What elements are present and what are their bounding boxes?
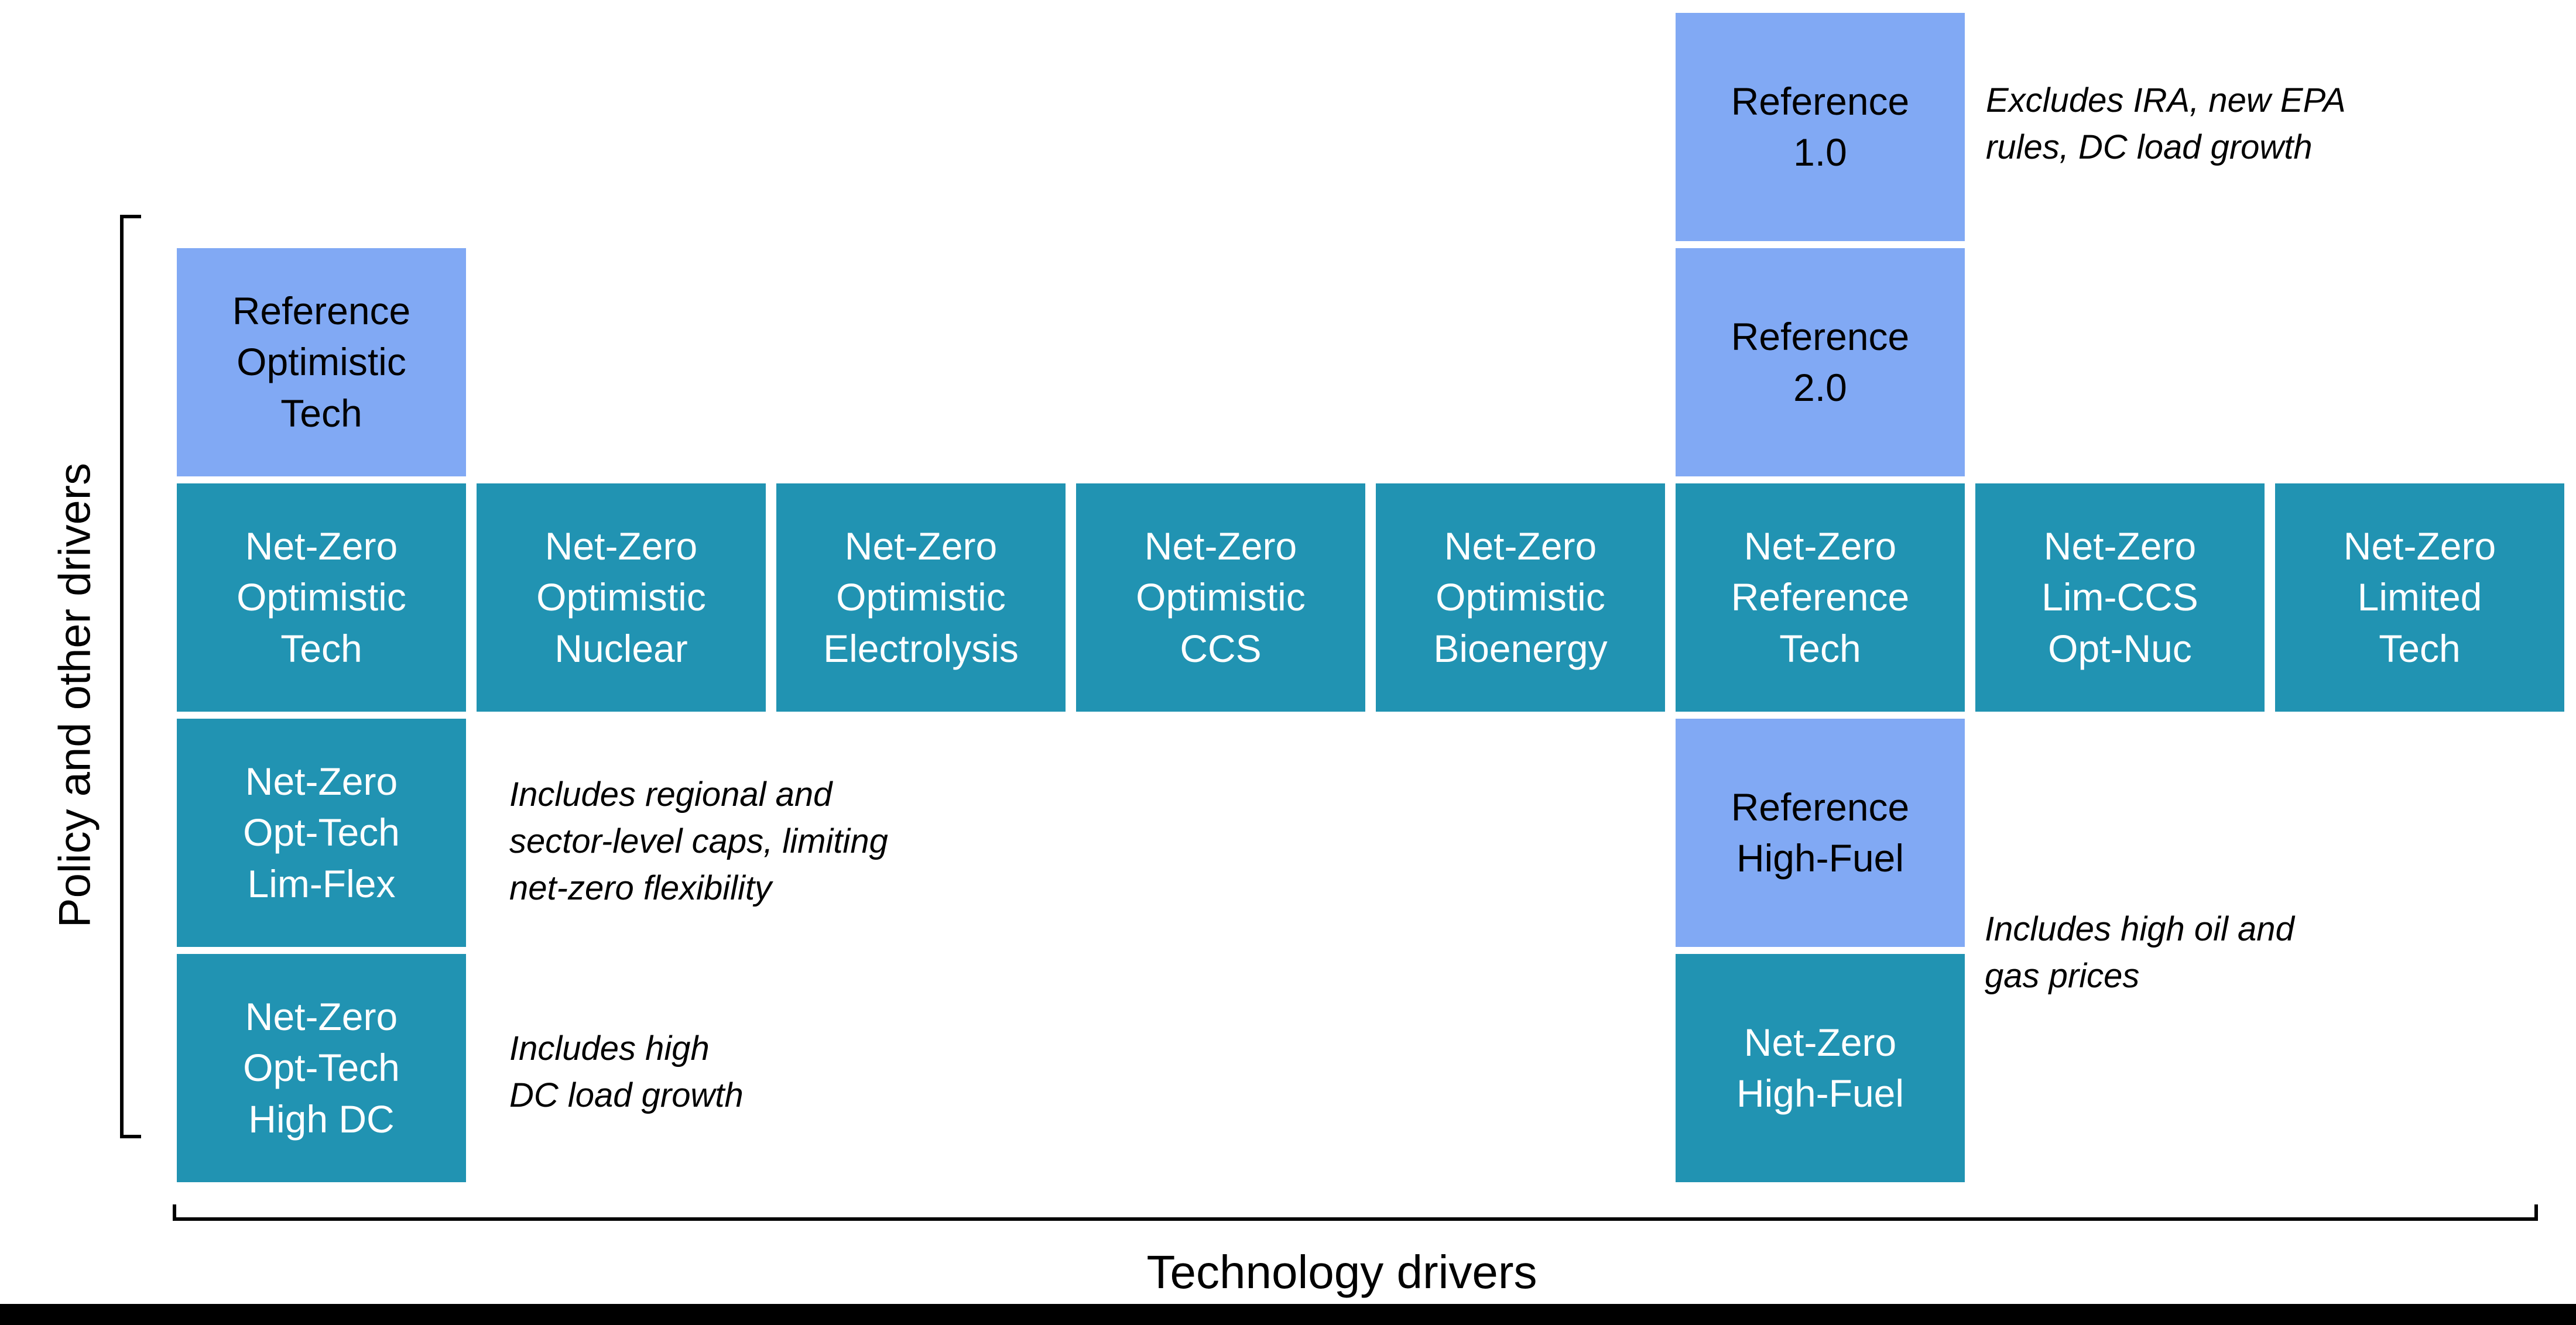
x-axis-bracket [173,1204,2538,1221]
y-axis-bracket [120,215,141,1138]
scenario-box-netzero-optimistic-ccs: Net-Zero Optimistic CCS [1076,483,1365,712]
scenario-box-netzero-high-fuel: Net-Zero High-Fuel [1676,954,1965,1182]
note-regional-caps: Includes regional and sector-level caps,… [509,775,888,908]
scenario-box-netzero-optimistic-bioenergy: Net-Zero Optimistic Bioenergy [1376,483,1665,712]
note-high-dc-load: Includes high DC load growth [509,1029,744,1115]
scenario-box-reference-2-0: Reference 2.0 [1676,248,1965,476]
scenario-box-netzero-lim-ccs-opt-nuc: Net-Zero Lim-CCS Opt-Nuc [1975,483,2265,712]
scenario-box-netzero-opt-tech-high-dc: Net-Zero Opt-Tech High DC [177,954,466,1182]
scenario-box-reference-1-0: Reference 1.0 [1676,13,1965,241]
scenario-box-netzero-optimistic-nuclear: Net-Zero Optimistic Nuclear [477,483,766,712]
scenario-box-netzero-optimistic-tech: Net-Zero Optimistic Tech [177,483,466,712]
scenario-box-netzero-reference-tech: Net-Zero Reference Tech [1676,483,1965,712]
note-high-fuel-prices: Includes high oil and gas prices [1985,910,2294,996]
scenario-box-netzero-optimistic-electrolysis: Net-Zero Optimistic Electrolysis [776,483,1066,712]
note-excludes-ira: Excludes IRA, new EPA rules, DC load gro… [1986,81,2346,167]
x-axis-label: Technology drivers [1146,1246,1537,1298]
scenario-box-reference-optimistic-tech: Reference Optimistic Tech [177,248,466,476]
scenario-box-netzero-limited-tech: Net-Zero Limited Tech [2275,483,2564,712]
scenario-box-reference-high-fuel: Reference High-Fuel [1676,719,1965,947]
y-axis-label: Policy and other drivers [50,462,100,928]
footer-bar [0,1304,2576,1325]
scenario-box-netzero-opt-tech-lim-flex: Net-Zero Opt-Tech Lim-Flex [177,719,466,947]
